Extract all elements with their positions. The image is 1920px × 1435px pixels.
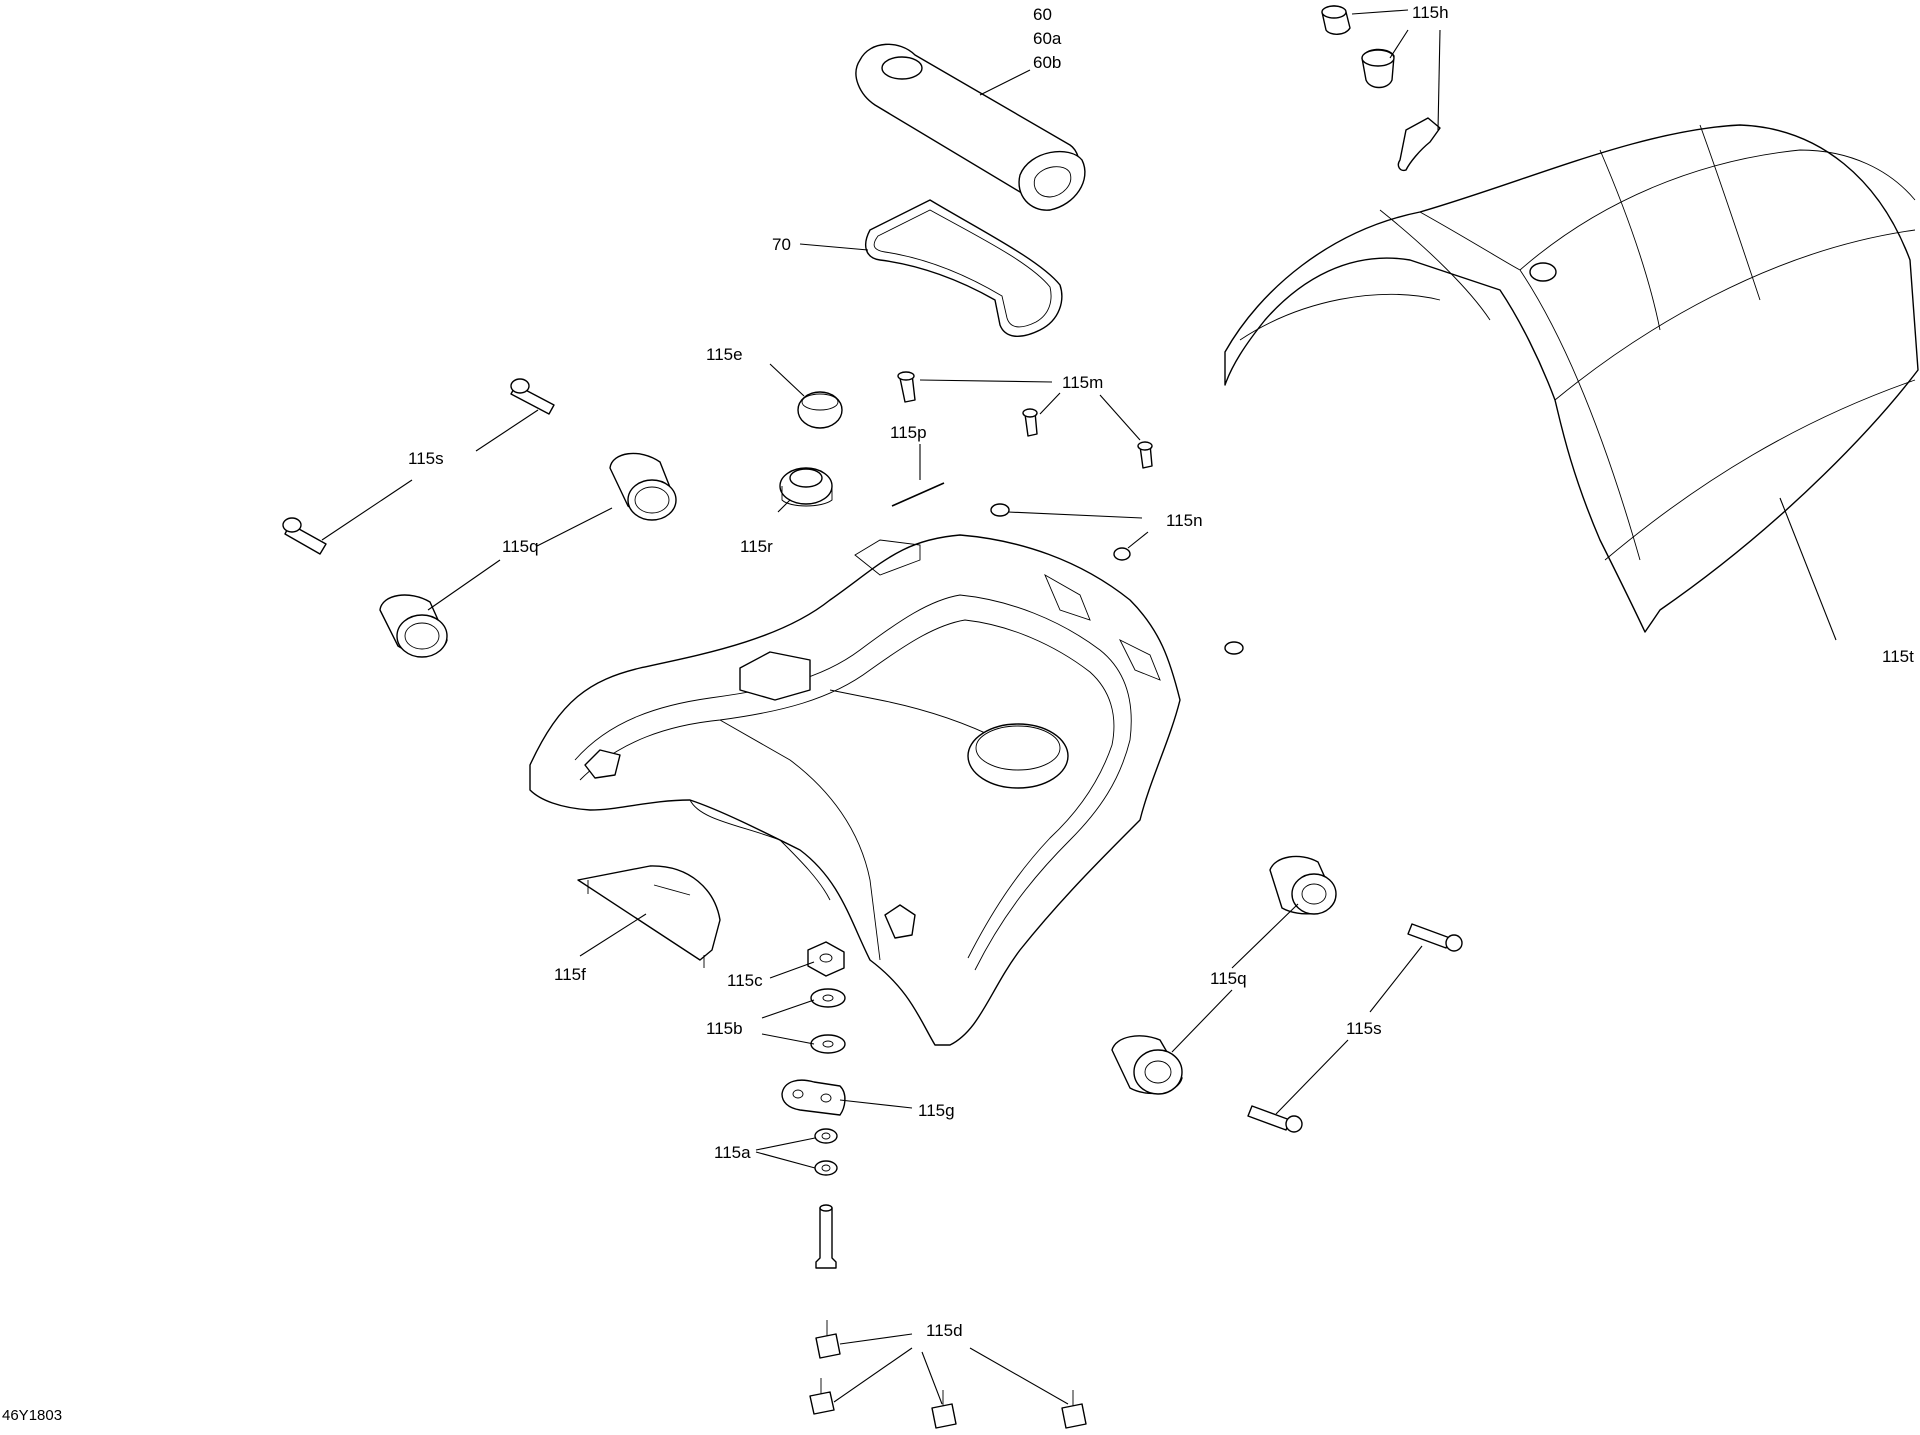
foot-115d-3 — [931, 1390, 957, 1429]
spacer-115q-right-lower — [1111, 1035, 1183, 1095]
spacer-115q-lower — [379, 594, 448, 658]
callout-115n: 115n — [1166, 511, 1203, 530]
bolt-115s-upper — [510, 378, 555, 415]
foot-115d-1 — [815, 1320, 841, 1359]
figure-code: 46Y1803 — [2, 1407, 62, 1424]
nut-115n — [990, 503, 1244, 655]
clip-nut-115c — [807, 941, 845, 977]
callout-115h: 115h — [1412, 3, 1449, 22]
cushion-roll-60 — [855, 43, 1086, 211]
callout-115s-left: 115s — [408, 449, 444, 468]
bolt-115s-lower — [282, 517, 327, 555]
callout-115p: 115p — [890, 423, 927, 442]
bracket-115g — [781, 1079, 846, 1116]
pin-115p — [891, 482, 945, 507]
grommet-115r — [779, 467, 833, 507]
strap-70 — [864, 199, 1063, 337]
screw-115m-3 — [1137, 441, 1153, 469]
screw-115m-2 — [1022, 408, 1038, 437]
callout-115f: 115f — [554, 965, 586, 984]
washer-115b-upper — [810, 988, 846, 1008]
nut-115a-lower — [814, 1160, 838, 1176]
callout-115c: 115c — [727, 971, 763, 990]
callout-115b: 115b — [706, 1019, 743, 1038]
callout-115t: 115t — [1882, 647, 1914, 666]
seat-base-frame — [529, 534, 1181, 1046]
seat-cushion-115t — [1224, 124, 1919, 633]
bolt-115s-right-lower — [1247, 1105, 1303, 1133]
callout-labels: 60 60a 60b 115h 70 115e 115m 115p 115s 1… — [2, 3, 1914, 1424]
plug-115e — [797, 391, 843, 429]
callout-60a: 60a — [1033, 29, 1062, 48]
foot-115d-2 — [809, 1378, 835, 1415]
fastener-group-115h — [1321, 5, 1441, 172]
callout-115r: 115r — [740, 537, 773, 556]
washer-115b-lower — [810, 1034, 846, 1054]
callout-60: 60 — [1033, 5, 1052, 24]
callout-115q-left: 115q — [502, 537, 539, 556]
spacer-115q-upper — [609, 452, 677, 521]
callout-115g: 115g — [918, 1101, 955, 1120]
callout-70: 70 — [772, 235, 791, 254]
nut-115a-upper — [814, 1128, 838, 1144]
cover-plate-115f — [577, 865, 721, 968]
stud-bolt — [815, 1204, 837, 1269]
screw-115m-1 — [897, 371, 916, 403]
bolt-115s-right-upper — [1407, 923, 1463, 952]
callout-60b: 60b — [1033, 53, 1061, 72]
callout-115a: 115a — [714, 1143, 751, 1162]
callout-115d: 115d — [926, 1321, 963, 1340]
callout-115m: 115m — [1062, 373, 1103, 392]
callout-115s-right: 115s — [1346, 1019, 1382, 1038]
leader-lines — [321, 9, 1837, 1405]
spacer-115q-right-upper — [1269, 855, 1337, 915]
callout-115q-right: 115q — [1210, 969, 1247, 988]
foot-115d-4 — [1061, 1390, 1087, 1429]
callout-115e: 115e — [706, 345, 743, 364]
